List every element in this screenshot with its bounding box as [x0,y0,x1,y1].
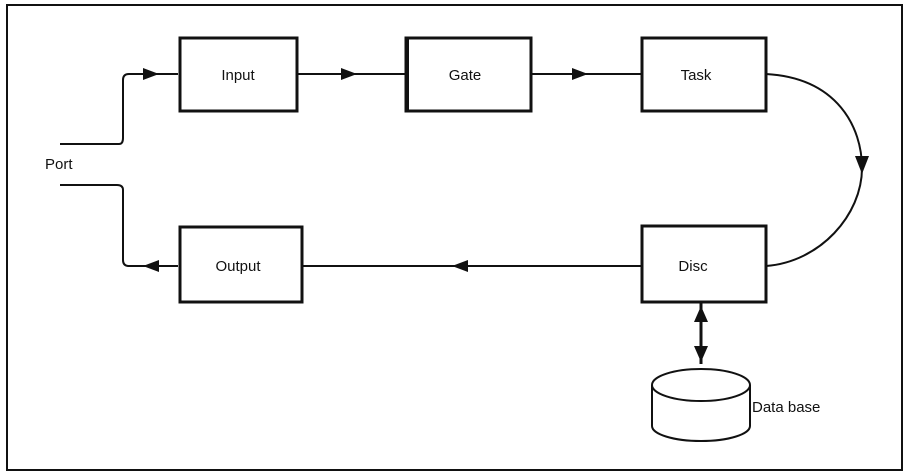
output-block-label: Output [215,258,261,275]
disc-database-arrowhead-up [694,306,708,322]
output-block: Output [178,225,304,304]
task-disc-wire [765,73,864,267]
task-block: Task [640,36,768,113]
task-block-label: Task [681,67,712,84]
database-label: Data base [752,399,820,416]
input-block: Input [178,36,299,113]
output-port-wire [60,184,178,267]
task-disc-arrowhead [855,156,869,174]
disc-output-arrowhead [452,260,468,272]
port-input-arrowhead [143,68,159,80]
output-port-arrowhead [143,260,159,272]
disc-block-label: Disc [678,258,708,275]
gate-block-label: Gate [449,67,482,84]
diagram-frame [6,4,903,471]
disc-database-arrowhead-down [694,346,708,362]
gate-block: Gate [404,36,533,113]
input-gate-arrowhead [341,68,357,80]
database-cylinder-icon [651,368,751,442]
port-input-wire [60,73,178,145]
gate-task-arrowhead [572,68,588,80]
port-label: Port [45,156,73,173]
input-block-label: Input [221,67,255,84]
disc-block: Disc [640,224,768,304]
